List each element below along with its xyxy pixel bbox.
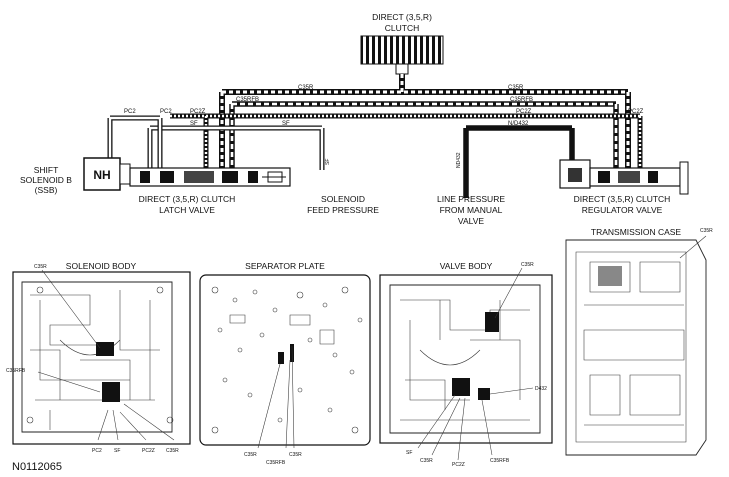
latch-valve [129,167,291,187]
line-label-c35rfb-right: C35RFB [510,97,533,103]
line-label-pc2-a: PC2 [124,109,136,115]
line-label-pc2-b: PC2 [160,109,172,115]
solenoid-feed-label-1: SOLENOID [321,194,365,204]
separator-plate-title: SEPARATOR PLATE [245,261,325,271]
shift-solenoid-label-3: (SSB) [35,185,58,195]
vb-callout-c35r-bottom: C35R [420,458,433,464]
line-label-sf-b: SF [282,121,290,127]
sp-callout-c35r-right: C35R [289,452,302,458]
vb-callout-sf: SF [406,450,412,456]
transmission-case-title: TRANSMISSION CASE [591,227,682,237]
solenoid-nh-label: NH [93,168,110,182]
line-label-c35r-left: C35R [298,85,314,91]
sb-callout-pc2: PC2 [92,448,102,454]
transmission-case-panel [565,235,707,456]
line-label-pc2z-far: PC2Z [628,109,644,115]
vb-callout-c35rfb: C35RFB [490,458,510,464]
separator-plate-panel [199,274,371,449]
line-label-pc2z-left: PC2Z [190,109,206,115]
direct-clutch-pack [360,35,444,75]
shift-solenoid-b: NH [83,157,131,191]
line-label-nd432-vertical: ND432 [456,152,462,168]
line-label-sf-a: SF [190,121,198,127]
solenoid-body-title: SOLENOID BODY [66,261,137,271]
regulator-valve [559,159,689,195]
solenoid-body-panel [12,269,191,445]
hydraulic-passages [107,74,643,198]
clutch-label-line1: DIRECT (3,5,R) [372,12,432,22]
line-label-nd432: N/D432 [508,121,529,127]
line-label-c35r-right: C35R [508,85,524,91]
vb-callout-d432: D432 [535,386,547,392]
sp-callout-c35r-left: C35R [244,452,257,458]
solenoid-feed-label-2: FEED PRESSURE [307,205,379,215]
sb-callout-pc2z: PC2Z [142,448,155,454]
vb-callout-c35r-top: C35R [521,262,534,268]
sb-callout-c35rfb: C35RFB [6,368,26,374]
sb-callout-c35r-bottom: C35R [166,448,179,454]
sp-callout-c35rfb: C35RFB [266,460,286,466]
tc-callout-c35r: C35R [700,228,713,234]
line-pressure-label-3: VALVE [458,216,484,226]
latch-valve-label-1: DIRECT (3,5,R) CLUTCH [139,194,236,204]
line-label-pc2z-right: PC2Z [516,109,532,115]
valve-body-panel [379,267,553,461]
vb-callout-pc2z: PC2Z [452,462,465,468]
latch-valve-label-2: LATCH VALVE [159,205,215,215]
sb-callout-c35r-top: C35R [34,264,47,270]
shift-solenoid-label-1: SHIFT [34,165,59,175]
valve-body-title: VALVE BODY [440,261,493,271]
line-pressure-label-2: FROM MANUAL [440,205,503,215]
clutch-label-line2: CLUTCH [385,23,419,33]
shift-solenoid-label-2: SOLENOID B [20,175,72,185]
line-label-c35rfb-left: C35RFB [236,97,259,103]
figure-id: N0112065 [12,461,62,473]
line-label-sf-vertical: SF [325,159,331,165]
regulator-valve-label-2: REGULATOR VALVE [582,205,663,215]
sb-callout-sf: SF [114,448,120,454]
line-pressure-label-1: LINE PRESSURE [437,194,505,204]
regulator-valve-label-1: DIRECT (3,5,R) CLUTCH [574,194,671,204]
